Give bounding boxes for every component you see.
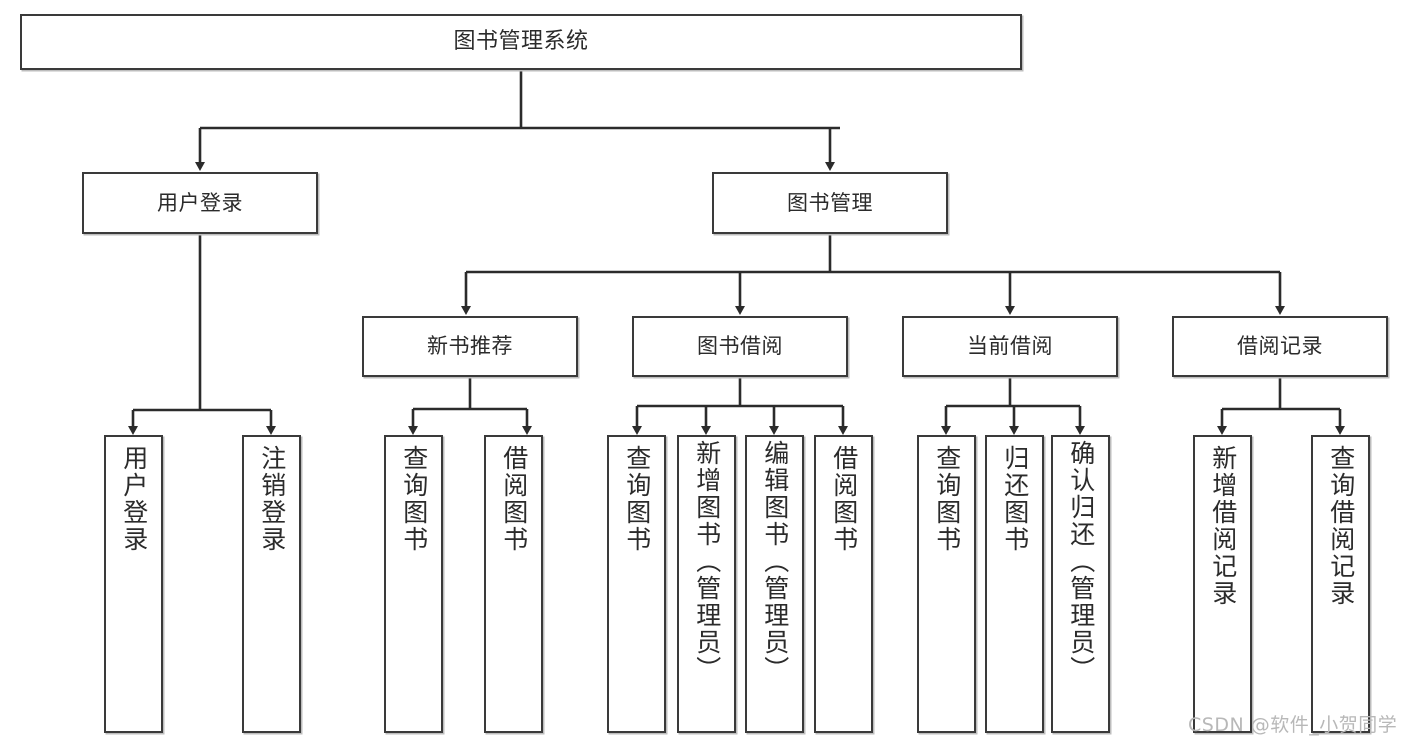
leaf-borrow-book-2[interactable]: 借阅图书 xyxy=(814,435,873,733)
leaf-confirm-return-label: 确认归还（管理员） xyxy=(1066,440,1096,683)
leaf-logout-login-label: 注销登录 xyxy=(257,445,287,553)
leaf-return-book[interactable]: 归还图书 xyxy=(985,435,1044,733)
leaf-query-record[interactable]: 查询借阅记录 xyxy=(1311,435,1370,733)
node-user-login-label: 用户登录 xyxy=(157,190,243,215)
leaf-query-book-1-label: 查询图书 xyxy=(399,445,429,553)
node-book-borrow[interactable]: 图书借阅 xyxy=(632,316,848,377)
leaf-query-book-1[interactable]: 查询图书 xyxy=(384,435,443,733)
leaf-borrow-book-2-label: 借阅图书 xyxy=(829,445,859,553)
leaf-query-book-2[interactable]: 查询图书 xyxy=(607,435,666,733)
leaf-confirm-return[interactable]: 确认归还（管理员） xyxy=(1051,435,1110,733)
csdn-watermark: CSDN @软件_小贺同学 xyxy=(1188,714,1398,736)
leaf-user-login-label: 用户登录 xyxy=(119,445,149,553)
node-root[interactable]: 图书管理系统 xyxy=(20,14,1022,70)
node-current-borrow[interactable]: 当前借阅 xyxy=(902,316,1118,377)
leaf-query-record-label: 查询借阅记录 xyxy=(1326,445,1356,607)
node-borrow-record-label: 借阅记录 xyxy=(1237,334,1323,359)
node-new-book-recommend-label: 新书推荐 xyxy=(427,334,513,359)
leaf-borrow-book-1-label: 借阅图书 xyxy=(499,445,529,553)
node-book-management-label: 图书管理 xyxy=(787,190,873,215)
leaf-add-record-label: 新增借阅记录 xyxy=(1208,445,1238,607)
node-book-management[interactable]: 图书管理 xyxy=(712,172,948,234)
leaf-query-book-3[interactable]: 查询图书 xyxy=(917,435,976,733)
node-current-borrow-label: 当前借阅 xyxy=(967,334,1053,359)
leaf-user-login[interactable]: 用户登录 xyxy=(104,435,163,733)
node-new-book-recommend[interactable]: 新书推荐 xyxy=(362,316,578,377)
leaf-borrow-book-1[interactable]: 借阅图书 xyxy=(484,435,543,733)
leaf-query-book-2-label: 查询图书 xyxy=(622,445,652,553)
node-root-label: 图书管理系统 xyxy=(453,29,589,55)
leaf-edit-book-label: 编辑图书（管理员） xyxy=(760,440,790,683)
node-user-login[interactable]: 用户登录 xyxy=(82,172,318,234)
leaf-query-book-3-label: 查询图书 xyxy=(932,445,962,553)
node-borrow-record[interactable]: 借阅记录 xyxy=(1172,316,1388,377)
leaf-return-book-label: 归还图书 xyxy=(1000,445,1030,553)
node-book-borrow-label: 图书借阅 xyxy=(697,334,783,359)
leaf-add-book[interactable]: 新增图书（管理员） xyxy=(677,435,736,733)
leaf-edit-book[interactable]: 编辑图书（管理员） xyxy=(745,435,804,733)
leaf-add-record[interactable]: 新增借阅记录 xyxy=(1193,435,1252,733)
leaf-logout-login[interactable]: 注销登录 xyxy=(242,435,301,733)
leaf-add-book-label: 新增图书（管理员） xyxy=(692,440,722,683)
